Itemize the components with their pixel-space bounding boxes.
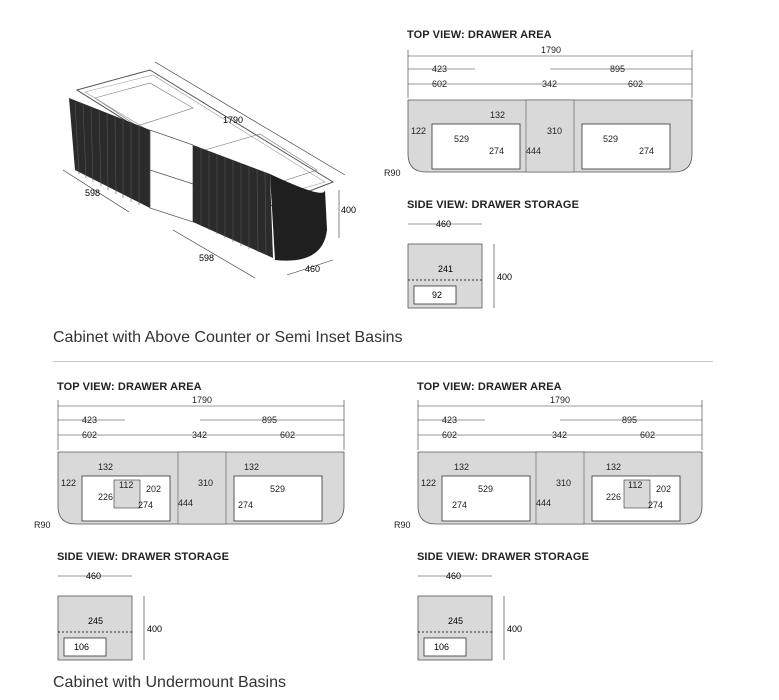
- dim-overall-a: 1790: [541, 45, 561, 55]
- dim-529-b: 529: [270, 484, 285, 494]
- side-view-diagram-c: 460 245 106 400: [417, 571, 522, 661]
- dim-gap-a: 310: [547, 126, 562, 136]
- dim-inner-depth-b: 444: [178, 498, 193, 508]
- dim-left-drawer-b: 602: [82, 430, 97, 440]
- dim-right-drawer-a: 602: [628, 79, 643, 89]
- side-view-diagram-a: 460 241 92 400: [407, 219, 512, 309]
- dim-112-b: 112: [119, 480, 133, 490]
- dim-529-c: 529: [478, 484, 493, 494]
- dim-right-drawer-b: 602: [280, 430, 295, 440]
- iso-side-dim: 460: [305, 264, 320, 274]
- dim-132-right-b: 132: [244, 462, 259, 472]
- dim-left-b: 423: [82, 415, 97, 425]
- top-view-diagram-a: 1790 423 895 602 342 602 132 122 529 274…: [384, 45, 693, 178]
- dim-side-h-c: 122: [421, 478, 436, 488]
- dim-529-left-a: 529: [454, 134, 469, 144]
- side-inner-a: 241: [438, 264, 453, 274]
- dim-overall-c: 1790: [550, 395, 570, 405]
- dim-left-drawer-c: 602: [442, 430, 457, 440]
- caption-undermount: Cabinet with Undermount Basins: [53, 674, 287, 691]
- top-view-diagram-c: 1790 423 895 602 342 602 132 122 529 274…: [394, 395, 703, 530]
- dim-side-h-a: 122: [411, 126, 426, 136]
- caption-above-counter: Cabinet with Above Counter or Semi Inset…: [53, 329, 403, 346]
- top-view-diagram-b: 1790 423 895 602 342 602 132 122 226 112…: [34, 395, 345, 530]
- dim-226-c: 226: [606, 492, 621, 502]
- dim-274-right-c: 274: [648, 500, 663, 510]
- top-view-title-b: TOP VIEW: DRAWER AREA: [57, 381, 202, 393]
- dim-radius-a: R90: [384, 168, 401, 178]
- iso-height-dim: 400: [341, 205, 356, 215]
- dim-132-right-c: 132: [606, 462, 621, 472]
- side-view-diagram-b: 460 245 106 400: [57, 571, 162, 661]
- dim-overall-b: 1790: [192, 395, 212, 405]
- dim-274-left-b: 274: [138, 500, 153, 510]
- dim-529-right-a: 529: [603, 134, 618, 144]
- dim-inner-depth-a: 444: [526, 146, 541, 156]
- dim-274-left-c: 274: [452, 500, 467, 510]
- dim-226-b: 226: [98, 492, 113, 502]
- side-small-c: 106: [434, 642, 449, 652]
- dim-right-drawer-c: 602: [640, 430, 655, 440]
- side-view-title-c: SIDE VIEW: DRAWER STORAGE: [417, 551, 590, 563]
- dim-right-b: 895: [262, 415, 277, 425]
- dim-274-left-a: 274: [489, 146, 504, 156]
- dim-gap-c: 310: [556, 478, 571, 488]
- dim-right-a: 895: [610, 64, 625, 74]
- dim-112-c: 112: [628, 480, 642, 490]
- dim-202-b: 202: [146, 484, 161, 494]
- iso-length-dim: 1790: [223, 115, 243, 125]
- dim-radius-c: R90: [394, 520, 411, 530]
- dim-132-left-b: 132: [98, 462, 113, 472]
- side-inner-c: 245: [448, 616, 463, 626]
- side-small-a: 92: [432, 290, 442, 300]
- side-width-b: 460: [86, 571, 101, 581]
- iso-depth-dim-b: 598: [199, 253, 214, 263]
- top-view-title-a: TOP VIEW: DRAWER AREA: [407, 29, 552, 41]
- side-view-title-a: SIDE VIEW: DRAWER STORAGE: [407, 199, 580, 211]
- dim-gap-b: 310: [198, 478, 213, 488]
- top-view-title-c: TOP VIEW: DRAWER AREA: [417, 381, 562, 393]
- dim-right-c: 895: [622, 415, 637, 425]
- dim-left-c: 423: [442, 415, 457, 425]
- side-width-c: 460: [446, 571, 461, 581]
- iso-depth-dim-a: 598: [85, 188, 100, 198]
- side-height-c: 400: [507, 624, 522, 634]
- side-view-title-b: SIDE VIEW: DRAWER STORAGE: [57, 551, 230, 563]
- dim-132-left-c: 132: [454, 462, 469, 472]
- side-inner-b: 245: [88, 616, 103, 626]
- dim-274-right-b: 274: [238, 500, 253, 510]
- dim-mid-c: 342: [552, 430, 567, 440]
- dim-left-a: 423: [432, 64, 447, 74]
- dim-202-c: 202: [656, 484, 671, 494]
- dim-mid-a: 342: [542, 79, 557, 89]
- dim-132-a: 132: [490, 110, 505, 120]
- side-small-b: 106: [74, 642, 89, 652]
- dim-274-right-a: 274: [639, 146, 654, 156]
- dim-mid-b: 342: [192, 430, 207, 440]
- dim-inner-depth-c: 444: [536, 498, 551, 508]
- cabinet-isometric-drawing: 1790 598 598 400 460: [62, 61, 356, 279]
- side-height-a: 400: [497, 272, 512, 282]
- dim-left-drawer-a: 602: [432, 79, 447, 89]
- section-divider: [53, 361, 713, 362]
- dim-side-h-b: 122: [61, 478, 76, 488]
- dim-radius-b: R90: [34, 520, 51, 530]
- side-width-a: 460: [436, 219, 451, 229]
- side-height-b: 400: [147, 624, 162, 634]
